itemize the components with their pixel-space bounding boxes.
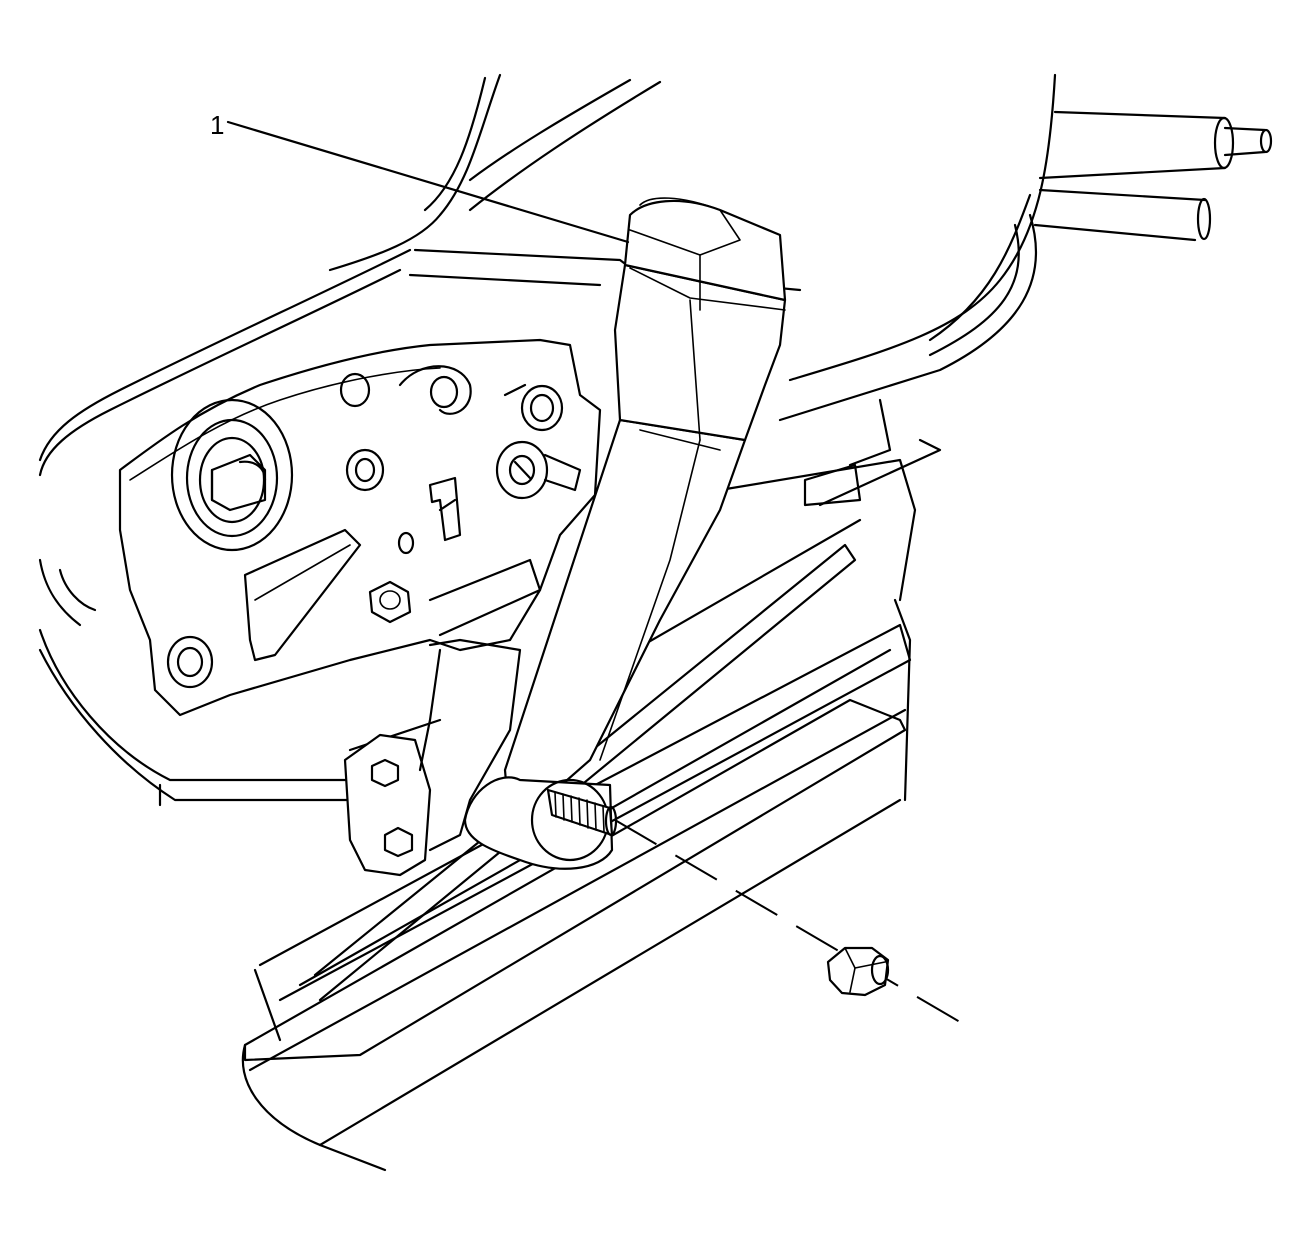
cable-lower [1033,188,1212,242]
seat-frame-tube [38,558,442,807]
seat-adjuster-track [241,458,917,1172]
upper-trim-panel [38,73,1057,477]
mounting-bracket [343,638,522,877]
socket-wrench [463,197,787,870]
hex-nut [826,946,890,997]
frame-brace [778,213,1038,507]
callout-1-number: 1 [210,110,224,140]
latch-mechanism-plate [118,338,602,717]
cable-upper [1038,110,1273,180]
threaded-stud [546,788,618,837]
callout-1: 1 [210,110,630,244]
installation-axis [614,819,961,1023]
